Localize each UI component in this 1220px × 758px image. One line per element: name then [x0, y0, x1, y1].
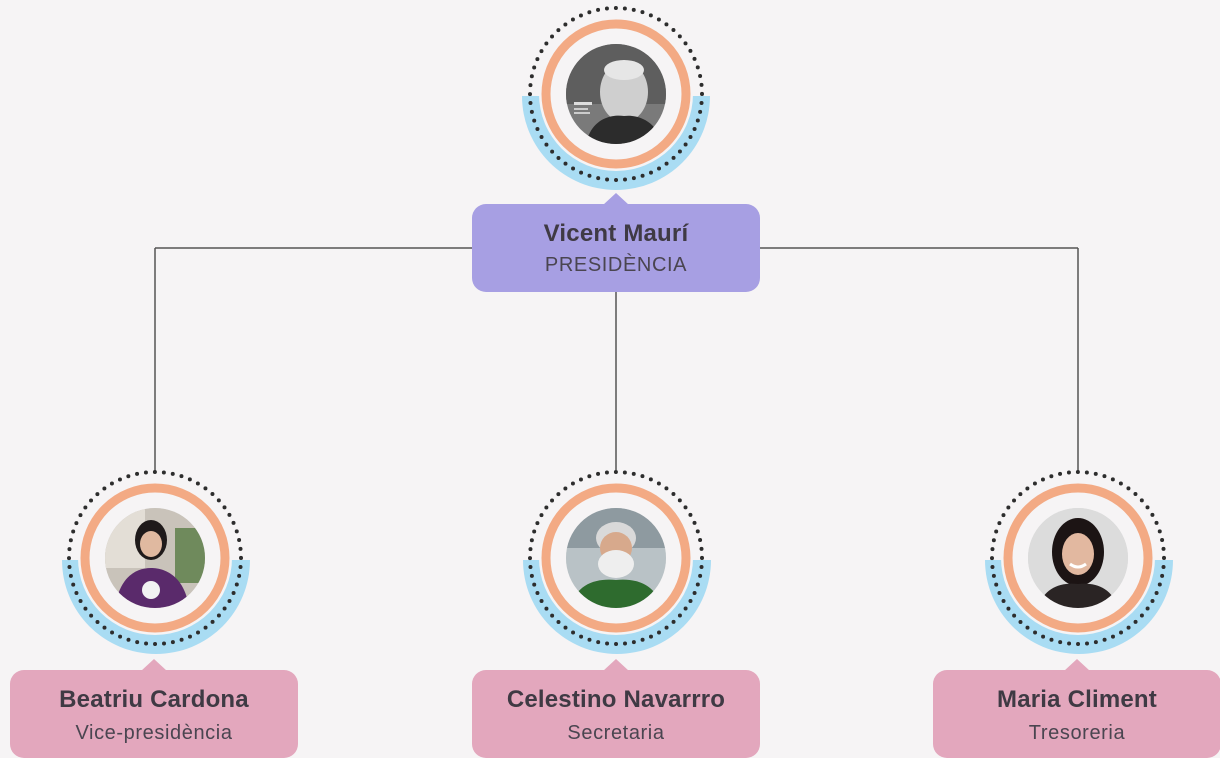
member-name: Celestino Navarrro: [506, 686, 726, 713]
member-role: Vice-presidència: [75, 722, 233, 744]
member-name: Maria Climent: [997, 686, 1157, 713]
woman-purple-shirt-photo: [105, 508, 205, 608]
bearded-man-green-shirt-photo: [566, 508, 666, 608]
president-name: Vicent Maurí: [543, 220, 689, 247]
card-pointer: [603, 193, 629, 205]
president-avatar: [516, 4, 716, 194]
member-avatar-2: [517, 470, 717, 660]
member-card-1: Beatriu Cardona Vice-presidència: [10, 659, 298, 758]
member-role: Tresoreria: [1028, 722, 1126, 744]
president-card: Vicent Maurí PRESIDÈNCIA: [472, 193, 760, 292]
grayscale-portrait-photo: [566, 44, 666, 144]
member-card-2: Celestino Navarrro Secretaria: [472, 659, 760, 758]
member-name: Beatriu Cardona: [59, 686, 249, 713]
member-avatar-3: [979, 470, 1179, 660]
card-pointer: [141, 659, 167, 671]
president-role: PRESIDÈNCIA: [544, 254, 688, 276]
card-pointer: [1064, 659, 1090, 671]
card-pointer: [603, 659, 629, 671]
member-card-3: Maria Climent Tresoreria: [933, 659, 1220, 758]
member-role: Secretaria: [567, 722, 665, 744]
smiling-woman-photo: [1028, 508, 1128, 608]
member-avatar-1: [56, 470, 256, 660]
